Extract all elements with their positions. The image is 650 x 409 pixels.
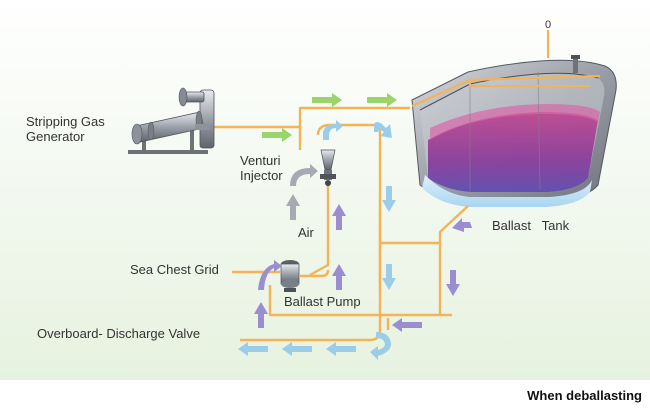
water-flow-arrows	[238, 120, 396, 360]
stripping-gas-generator-label: Stripping Gas Generator	[26, 114, 105, 144]
air-label: Air	[298, 225, 314, 240]
diagram-caption: When deballasting	[527, 388, 642, 403]
ballast-tank	[411, 30, 617, 207]
stripping-gas-generator-label-line1: Stripping Gas	[26, 114, 105, 129]
venturi-injector	[320, 149, 336, 186]
air-flow-arrows	[286, 164, 318, 220]
gas-flow-arrows	[262, 93, 397, 142]
pipe-network	[208, 106, 469, 342]
sea-chest-grid-label: Sea Chest Grid	[130, 262, 219, 277]
vent-marker-label: 0	[545, 19, 551, 31]
stripping-gas-generator-label-line2: Generator	[26, 129, 85, 144]
overboard-discharge-valve-label: Overboard- Discharge Valve	[37, 326, 201, 341]
venturi-injector-label-line1: Venturi	[240, 153, 281, 168]
venturi-injector-label: Venturi Injector	[240, 153, 283, 183]
drain-flow-arrows	[254, 204, 472, 332]
stripping-gas-generator	[128, 87, 215, 154]
venturi-injector-label-line2: Injector	[240, 168, 283, 183]
ballast-pump	[280, 260, 300, 292]
ballast-pump-label: Ballast Pump	[284, 294, 361, 309]
ballast-tank-label: Ballast Tank	[492, 218, 570, 233]
